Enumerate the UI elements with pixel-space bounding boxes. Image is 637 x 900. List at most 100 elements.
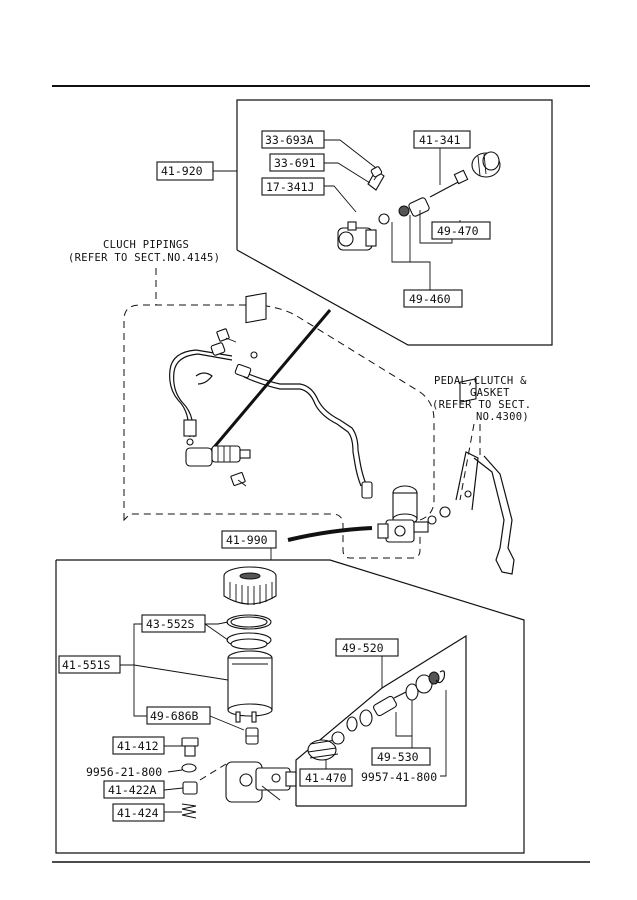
label-box-49-530	[371, 747, 431, 766]
leader-41-551S-mid	[133, 664, 229, 681]
piston-assembly-inset-frame	[295, 634, 467, 807]
label-box-41-470	[299, 768, 353, 787]
master-cylinder-washer	[427, 506, 451, 525]
leader-49-686B	[209, 715, 245, 731]
label-box-41-422A	[103, 780, 165, 799]
release-cylinder-inset-frame	[236, 99, 553, 346]
dust-boot	[307, 731, 345, 761]
release-cylinder-bolt	[230, 471, 247, 487]
reservoir-diaphragm	[226, 632, 272, 650]
label-49-460: 49-460	[409, 292, 451, 306]
clutch-hose-outline	[173, 353, 233, 438]
label-41-422A: 41-422A	[108, 783, 157, 797]
piston-cup	[359, 709, 373, 727]
leader-43-552S-b	[204, 623, 229, 641]
clutch-pedal	[455, 378, 515, 575]
push-rod	[429, 169, 469, 198]
leader-33-691	[324, 162, 371, 184]
fitting-dashed-leader	[199, 763, 227, 781]
pedal-note-leader-a	[459, 423, 475, 501]
master-cylinder-small	[377, 485, 429, 543]
pipe-bracket	[245, 292, 267, 359]
label-41-341: 41-341	[419, 133, 461, 147]
stop-ring	[435, 670, 446, 684]
piping-note-line1: CLUCH PIPINGS	[103, 239, 189, 251]
leader-41-551S-low	[133, 665, 147, 717]
label-33-691: 33-691	[274, 156, 316, 170]
leader-43-552S	[205, 621, 229, 625]
release-piston-seal	[378, 205, 410, 225]
label-41-920: 41-920	[161, 164, 203, 178]
clutch-pipe-outline	[243, 376, 362, 487]
pedal-note-line4: NO.4300)	[476, 411, 529, 423]
leader-9956-21-800	[167, 769, 183, 773]
leader-17-341J	[324, 185, 357, 213]
label-box-41-412	[112, 736, 165, 755]
label-41-412: 41-412	[117, 739, 159, 753]
master-cylinder-body	[225, 761, 297, 803]
piston-cup-small	[346, 716, 358, 732]
clutch-pipe	[243, 371, 367, 485]
label-box-41-990	[221, 530, 277, 549]
master-cylinder-inset-frame	[55, 559, 525, 854]
label-box-49-686B	[146, 706, 211, 725]
reservoir-cap	[223, 566, 277, 605]
label-41-424: 41-424	[117, 806, 159, 820]
leader-41-422A	[163, 787, 184, 791]
label-49-470: 49-470	[437, 224, 479, 238]
piston-spring-seat	[405, 671, 440, 701]
leader-49-460	[391, 222, 431, 290]
pipe-flare-nut-lower	[361, 481, 373, 499]
label-box-41-341	[413, 130, 471, 149]
joint-bolt	[181, 737, 199, 757]
hose-flare-nut	[210, 342, 226, 356]
reservoir-bushing	[245, 727, 259, 745]
pipe-flare-nut-upper	[234, 363, 252, 379]
pedal-note-line2: GASKET	[470, 387, 510, 399]
check-valve	[182, 781, 198, 795]
release-cylinder-assembly	[185, 445, 251, 467]
pointer-to-master-cylinder	[287, 526, 373, 542]
release-cylinder-body	[337, 221, 377, 251]
return-spring	[181, 803, 197, 819]
label-box-17-341J	[261, 177, 325, 196]
label-box-41-424	[112, 803, 165, 822]
label-box-49-520	[335, 638, 399, 657]
hose-clip	[195, 372, 213, 385]
reservoir-cap-seal	[226, 614, 272, 630]
release-boot	[471, 151, 501, 178]
label-49-686B: 49-686B	[150, 709, 199, 723]
label-49-520: 49-520	[342, 641, 384, 655]
bleeder-cap	[370, 166, 383, 178]
label-49-530: 49-530	[377, 750, 419, 764]
piping-note-line2: (REFER TO SECT.NO.4145)	[68, 252, 220, 264]
label-41-551S: 41-551S	[62, 658, 111, 672]
leader-9957-41-800	[440, 690, 447, 777]
label-box-33-691	[269, 153, 325, 172]
leader-33-693A	[324, 139, 377, 169]
leader-49-530	[395, 712, 413, 748]
label-box-49-460	[403, 289, 463, 308]
reservoir-tank	[227, 650, 273, 723]
label-41-470: 41-470	[305, 771, 347, 785]
label-box-49-470	[431, 221, 491, 240]
gasket-washer	[181, 763, 197, 773]
label-9957-41-800: 9957-41-800	[361, 770, 437, 784]
label-43-552S: 43-552S	[146, 617, 195, 631]
piston	[373, 687, 415, 717]
hose-end-fitting	[183, 419, 197, 446]
release-piston	[408, 197, 430, 217]
bracket-bolt-upper	[216, 328, 237, 343]
pedal-note-line3: (REFER TO SECT.	[432, 399, 531, 411]
label-9956-21-800: 9956-21-800	[86, 765, 162, 779]
label-17-341J: 17-341J	[266, 180, 314, 194]
pedal-note-line1: PEDAL,CLUTCH &	[434, 375, 527, 387]
clutch-hose	[169, 349, 233, 438]
label-box-33-693A	[261, 130, 325, 149]
label-41-990: 41-990	[226, 533, 268, 547]
label-box-41-920	[156, 161, 214, 181]
label-33-693A: 33-693A	[265, 133, 314, 147]
label-box-43-552S	[141, 614, 206, 633]
